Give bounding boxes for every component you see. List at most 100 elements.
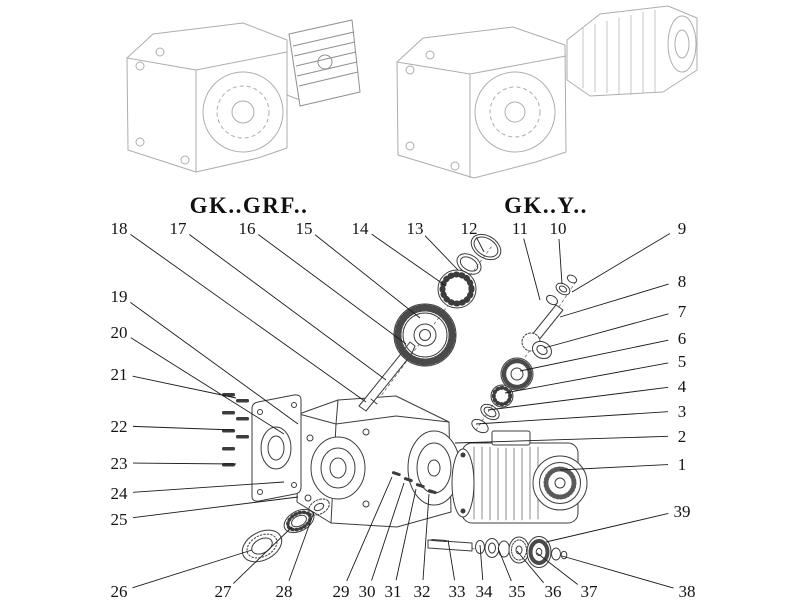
retaining-rings-lower xyxy=(471,403,500,434)
flange-bolts xyxy=(222,393,249,467)
part-number-4: 4 xyxy=(678,377,687,396)
leader-line-7 xyxy=(543,313,669,349)
leader-line-1 xyxy=(559,464,669,471)
electric-motor xyxy=(451,430,588,524)
leader-line-13 xyxy=(424,235,459,271)
leader-line-34 xyxy=(479,544,484,581)
bevel-pinion-shaft xyxy=(521,274,578,352)
leader-line-15 xyxy=(314,234,421,319)
leader-line-18 xyxy=(130,233,367,403)
part-number-30: 30 xyxy=(359,582,376,600)
part-number-27: 27 xyxy=(215,582,233,600)
leader-line-24 xyxy=(132,481,285,493)
part-number-29: 29 xyxy=(333,582,350,600)
input-flange-plate xyxy=(251,394,302,502)
part-number-20: 20 xyxy=(111,323,128,342)
part-number-11: 11 xyxy=(512,219,528,238)
leader-line-32 xyxy=(422,493,430,581)
main-gear xyxy=(393,303,457,367)
motor-ghost xyxy=(566,5,698,97)
part-number-19: 19 xyxy=(111,287,128,306)
part-number-32: 32 xyxy=(414,582,431,600)
part-number-6: 6 xyxy=(678,329,687,348)
leader-line-25 xyxy=(132,496,299,519)
leader-line-26 xyxy=(132,549,253,589)
input-gear xyxy=(500,357,534,391)
part-number-38: 38 xyxy=(679,582,696,600)
part-number-33: 33 xyxy=(449,582,466,600)
input-adapter-ribbed xyxy=(288,19,361,107)
figure-gk-y-drawing xyxy=(396,5,698,179)
part-number-2: 2 xyxy=(678,427,687,446)
leader-line-3 xyxy=(475,411,669,425)
part-number-18: 18 xyxy=(111,219,128,238)
part-number-21: 21 xyxy=(111,365,128,384)
leader-line-6 xyxy=(519,339,669,372)
leader-line-2 xyxy=(454,435,669,444)
leader-line-39 xyxy=(545,513,669,543)
leader-line-31 xyxy=(395,488,417,581)
part-number-22: 22 xyxy=(111,417,128,436)
leader-line-38 xyxy=(561,555,674,589)
part-number-24: 24 xyxy=(111,484,129,503)
part-number-17: 17 xyxy=(170,219,188,238)
leader-line-17 xyxy=(189,234,387,381)
part-number-39: 39 xyxy=(674,502,691,521)
leader-line-29 xyxy=(346,476,393,582)
leader-line-30 xyxy=(371,482,405,581)
callout-numbers: 1234567891011121314151617181920212223242… xyxy=(111,219,696,600)
figure-gk-grf-drawing xyxy=(126,19,361,173)
part-number-37: 37 xyxy=(581,582,599,600)
leader-line-35 xyxy=(497,547,512,582)
part-number-16: 16 xyxy=(239,219,256,238)
part-number-35: 35 xyxy=(509,582,526,600)
leader-line-21 xyxy=(132,375,237,399)
part-number-1: 1 xyxy=(678,455,687,474)
part-number-28: 28 xyxy=(276,582,293,600)
lower-bearing xyxy=(490,384,514,408)
part-number-10: 10 xyxy=(550,219,567,238)
upper-bearing xyxy=(437,269,477,309)
leader-line-12 xyxy=(476,237,485,253)
leader-line-22 xyxy=(132,425,235,431)
part-number-7: 7 xyxy=(678,302,687,321)
leader-line-10 xyxy=(558,238,563,285)
leader-line-19 xyxy=(130,302,299,425)
part-number-3: 3 xyxy=(678,402,687,421)
part-number-31: 31 xyxy=(385,582,402,600)
motor-flange-studs xyxy=(391,471,437,495)
leader-lines xyxy=(130,233,674,589)
leader-line-5 xyxy=(504,362,669,394)
variant-label-gk-grf: GK..GRF.. xyxy=(189,193,309,218)
part-number-9: 9 xyxy=(678,219,687,238)
leader-line-33 xyxy=(447,539,456,581)
output-shaft-assembly xyxy=(427,536,568,568)
part-number-23: 23 xyxy=(111,454,128,473)
leader-line-28 xyxy=(288,511,315,581)
leader-line-9 xyxy=(571,233,671,293)
part-number-26: 26 xyxy=(111,582,128,600)
part-number-34: 34 xyxy=(476,582,494,600)
part-number-12: 12 xyxy=(461,219,478,238)
part-number-8: 8 xyxy=(678,272,687,291)
part-number-25: 25 xyxy=(111,510,128,529)
leader-line-8 xyxy=(559,283,669,318)
leader-line-16 xyxy=(258,234,407,345)
leader-line-36 xyxy=(516,550,544,584)
leader-line-23 xyxy=(132,462,237,465)
leader-line-4 xyxy=(487,386,669,411)
coupling-sleeve xyxy=(532,340,552,360)
leader-line-27 xyxy=(232,526,293,584)
variant-label-gk-y: GK..Y.. xyxy=(504,193,588,218)
leader-line-14 xyxy=(371,233,447,287)
part-number-5: 5 xyxy=(678,352,687,371)
leader-line-11 xyxy=(523,238,541,301)
leader-line-20 xyxy=(130,337,285,435)
part-number-36: 36 xyxy=(545,582,562,600)
gearbox-housing xyxy=(296,395,461,528)
part-number-14: 14 xyxy=(352,219,370,238)
part-number-15: 15 xyxy=(296,219,313,238)
leader-line-37 xyxy=(536,552,578,585)
